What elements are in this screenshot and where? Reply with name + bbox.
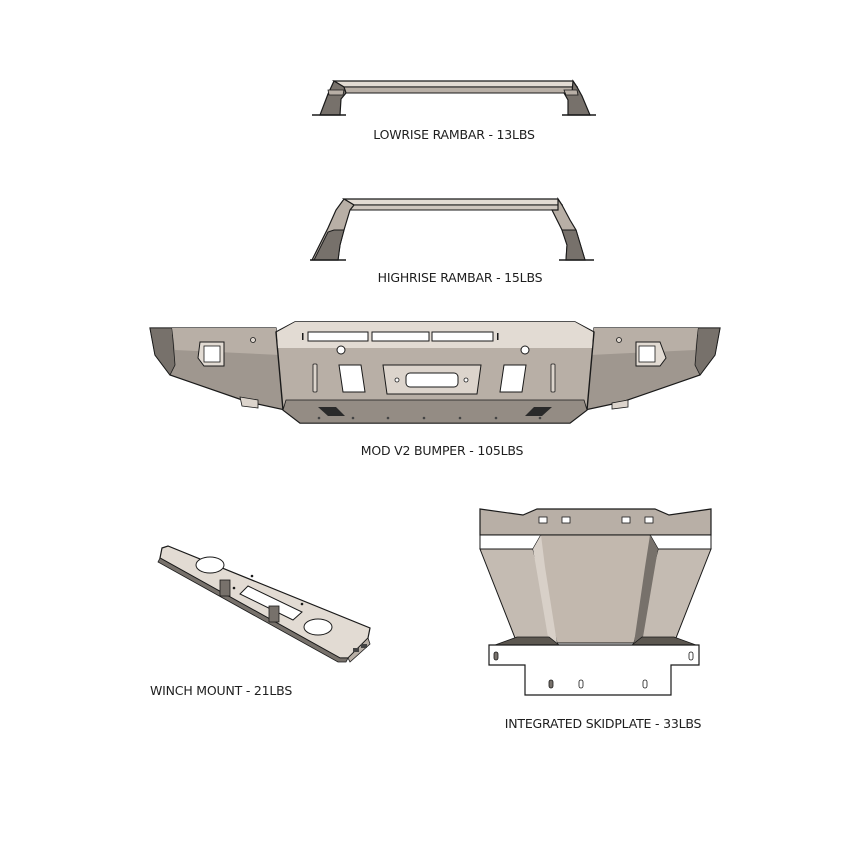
mod-v2-bumper-drawing — [149, 321, 721, 424]
winch-mount-drawing — [157, 545, 371, 663]
winch-mount-image — [150, 540, 380, 670]
lowrise-rambar-drawing — [312, 79, 596, 116]
integrated-skidplate-image — [475, 505, 720, 700]
highrise-rambar-caption: HIGHRISE RAMBAR - 15LBS — [377, 270, 543, 285]
integrated-skidplate-caption: INTEGRATED SKIDPLATE - 33LBS — [504, 716, 702, 731]
lowrise-rambar-image — [300, 60, 620, 120]
winch-mount-caption: WINCH MOUNT - 21LBS — [150, 683, 293, 698]
highrise-rambar-drawing — [310, 197, 594, 261]
mod-v2-bumper-image — [140, 310, 730, 435]
lowrise-rambar-caption: LOWRISE RAMBAR - 13LBS — [373, 127, 535, 142]
integrated-skidplate-drawing — [479, 508, 712, 696]
highrise-rambar-image — [300, 190, 620, 270]
mod-v2-bumper-caption: MOD V2 BUMPER - 105LBS — [360, 443, 524, 458]
